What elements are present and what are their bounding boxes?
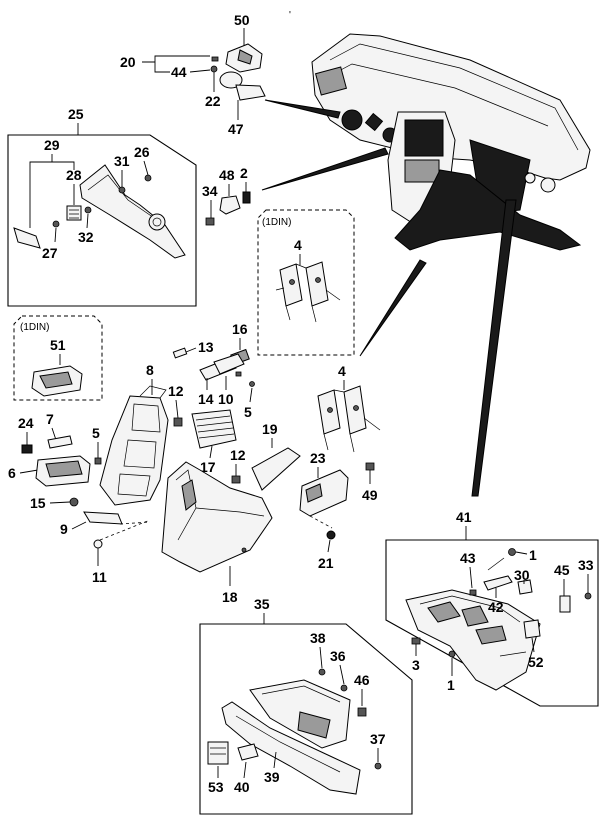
bracket-23 — [299, 469, 349, 517]
callout-1a: 1 — [529, 547, 537, 563]
din-box-upper — [257, 209, 355, 356]
callout-9: 9 — [60, 521, 68, 537]
callout-40: 40 — [234, 779, 250, 795]
callout-8: 8 — [146, 362, 154, 378]
din-bracket-upper — [275, 261, 341, 323]
callout-50: 50 — [234, 12, 250, 28]
hardware-41 — [411, 548, 592, 658]
callout-6: 6 — [8, 465, 16, 481]
callout-1b: 1 — [447, 677, 455, 693]
callout-30: 30 — [514, 567, 530, 583]
ash-tray — [35, 455, 91, 487]
callout-2: 2 — [240, 165, 248, 181]
callout-12a: 12 — [168, 383, 184, 399]
callout-45: 45 — [554, 562, 570, 578]
callout-19: 19 — [262, 421, 278, 437]
callout-13: 13 — [198, 339, 214, 355]
din-note-upper: (1DIN) — [262, 217, 291, 228]
callout-33: 33 — [578, 557, 594, 573]
callout-52: 52 — [528, 654, 544, 670]
callout-27: 27 — [42, 245, 58, 261]
callout-39: 39 — [264, 769, 280, 785]
callout-42: 42 — [488, 599, 504, 615]
callout-22: 22 — [205, 93, 221, 109]
callout-35: 35 — [254, 596, 270, 612]
callout-29: 29 — [44, 137, 60, 153]
callout-15: 15 — [30, 495, 46, 511]
callout-12b: 12 — [230, 447, 246, 463]
callout-5b: 5 — [92, 425, 100, 441]
callout-26: 26 — [134, 144, 150, 160]
vent-17 — [191, 409, 237, 449]
callout-25: 25 — [68, 106, 84, 122]
cluster-panel — [13, 164, 186, 259]
callout-4b: 4 — [338, 363, 346, 379]
callout-53: 53 — [208, 779, 224, 795]
callout-17: 17 — [200, 459, 216, 475]
box-35 — [199, 623, 413, 815]
callout-28: 28 — [66, 167, 82, 183]
corner-mark: ' — [289, 10, 291, 21]
callout-4a: 4 — [294, 237, 302, 253]
box-41 — [385, 539, 599, 707]
switch-panel — [199, 353, 255, 387]
callout-21: 21 — [318, 555, 334, 571]
callout-16: 16 — [232, 321, 248, 337]
callout-23: 23 — [310, 450, 326, 466]
din-bracket-lower — [317, 385, 381, 453]
callout-49: 49 — [362, 487, 378, 503]
callout-48: 48 — [219, 167, 235, 183]
callout-14: 14 — [198, 391, 214, 407]
callout-5a: 5 — [244, 404, 252, 420]
lid-19 — [251, 447, 301, 491]
vent-cluster — [210, 43, 266, 101]
callout-38: 38 — [310, 630, 326, 646]
callout-46: 46 — [354, 672, 370, 688]
callout-18: 18 — [222, 589, 238, 605]
callout-20: 20 — [120, 54, 136, 70]
callout-51: 51 — [50, 337, 66, 353]
glove-box-upper — [405, 589, 541, 691]
callout-47: 47 — [228, 121, 244, 137]
callout-31: 31 — [114, 153, 130, 169]
callout-24: 24 — [18, 415, 34, 431]
callout-7: 7 — [46, 411, 54, 427]
callout-11: 11 — [92, 569, 107, 585]
callout-41: 41 — [456, 509, 472, 525]
callout-34: 34 — [202, 183, 218, 199]
callout-37: 37 — [370, 731, 386, 747]
dashboard-assembly — [311, 33, 591, 251]
din-note-left: (1DIN) — [20, 322, 49, 333]
callout-32: 32 — [78, 229, 94, 245]
din-box-left — [13, 315, 103, 401]
callout-3: 3 — [412, 657, 420, 673]
center-panel — [99, 385, 169, 506]
callout-44: 44 — [171, 64, 187, 80]
box-25 — [7, 134, 197, 307]
glove-box-lower — [207, 668, 382, 795]
console-18 — [161, 461, 273, 573]
callout-10: 10 — [218, 391, 234, 407]
callout-36: 36 — [330, 648, 346, 664]
callout-43: 43 — [460, 550, 476, 566]
